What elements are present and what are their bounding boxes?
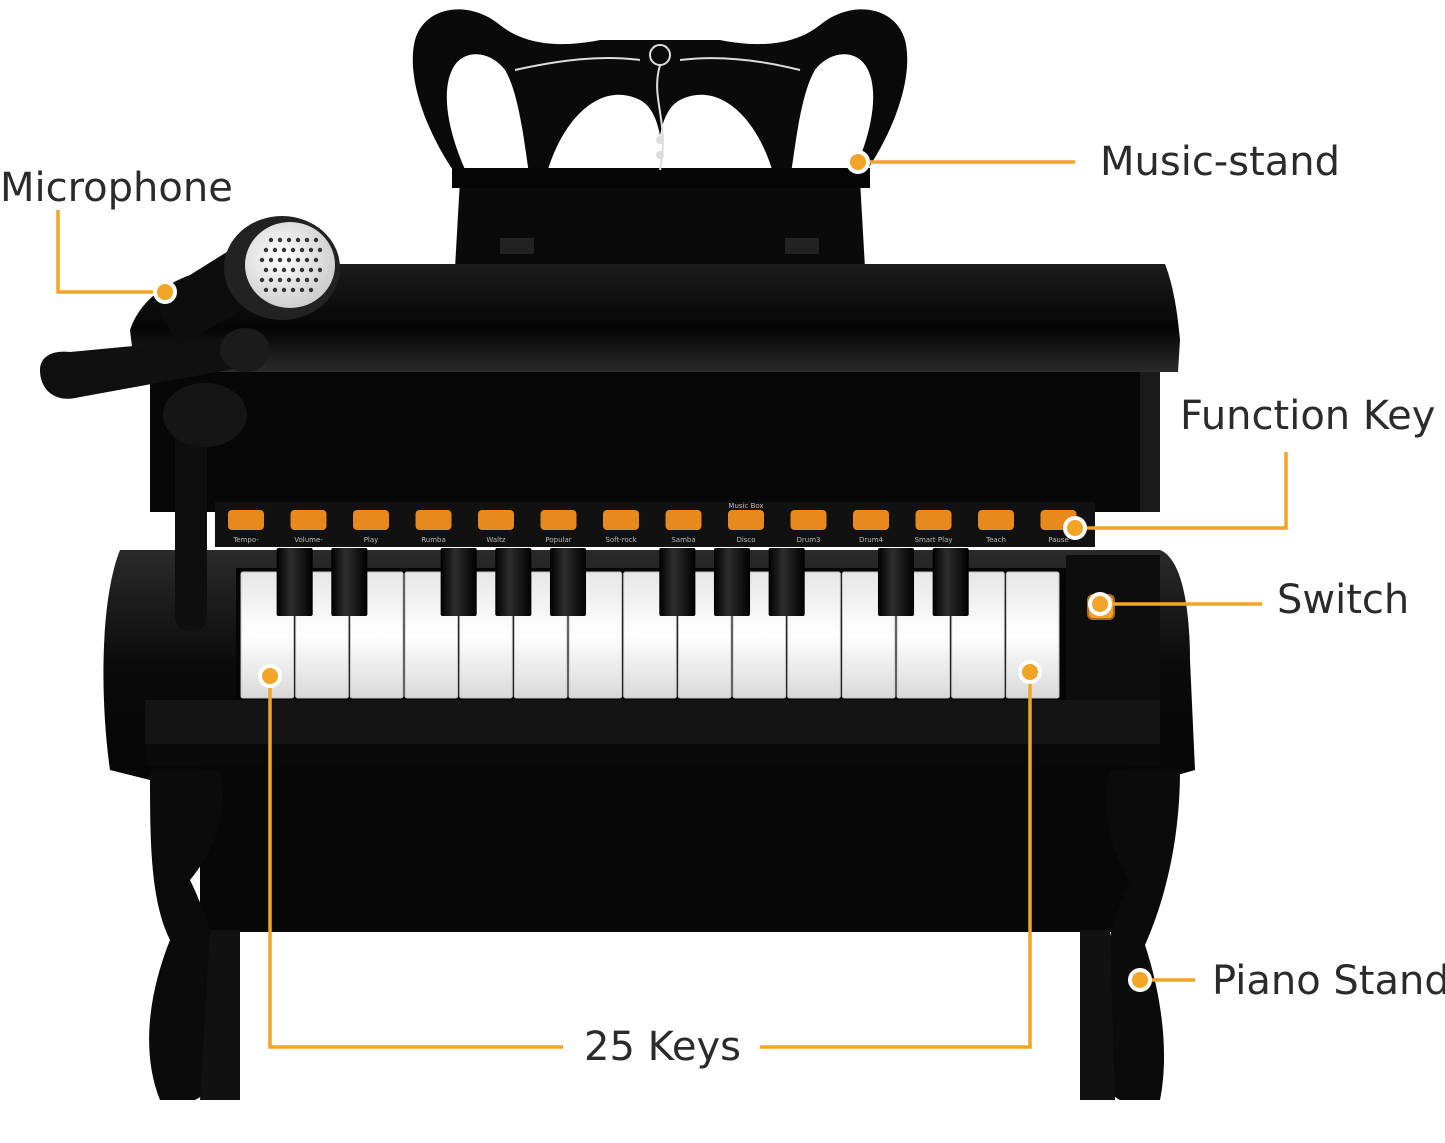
function-key-button[interactable] xyxy=(353,510,389,530)
switch-dot xyxy=(1088,592,1112,616)
function-key-button[interactable] xyxy=(853,510,889,530)
function-key-button[interactable] xyxy=(478,510,514,530)
function-key-label: Waltz xyxy=(486,536,505,544)
black-key[interactable] xyxy=(276,548,313,616)
music-stand-dot xyxy=(846,150,870,174)
callout-dots xyxy=(153,150,1152,992)
function-key-label: Soft-rock xyxy=(605,536,637,544)
function-key-label: Drum3 xyxy=(797,536,821,544)
function-key-label: Function Key xyxy=(1180,393,1436,439)
function-key-label: Disco xyxy=(736,536,755,544)
keys-label: 25 Keys xyxy=(584,1024,741,1070)
black-key[interactable] xyxy=(331,548,368,616)
function-key-button[interactable] xyxy=(228,510,264,530)
function-key-label: Rumba xyxy=(421,536,446,544)
function-key-row: Tempo- Volume- Play Rumba Waltz Popular Soft-r… xyxy=(228,502,1077,544)
piano-stand-label: Piano Stand xyxy=(1212,958,1445,1004)
callout-lines xyxy=(56,160,1288,1049)
function-key-button[interactable] xyxy=(665,510,702,530)
function-key-label: Drum4 xyxy=(859,536,884,544)
function-key-label: Teach xyxy=(985,536,1006,544)
black-key[interactable] xyxy=(659,548,696,616)
keys-leader-line-left xyxy=(268,676,563,1049)
switch-label: Switch xyxy=(1277,577,1410,623)
function-key-button[interactable] xyxy=(790,510,827,530)
music-stand xyxy=(412,9,908,268)
function-key-button[interactable] xyxy=(915,510,952,530)
keybed-front-rail xyxy=(145,700,1160,748)
function-key-button[interactable] xyxy=(290,510,327,530)
microphone-head xyxy=(245,222,335,308)
keys-leader-line-right xyxy=(760,672,1032,1049)
black-keys xyxy=(276,548,969,616)
microphone-leader-line xyxy=(56,210,165,294)
function-key-label: Smart Play xyxy=(915,536,953,544)
function-key-button[interactable] xyxy=(415,510,452,530)
function-key-label: Pause xyxy=(1048,536,1069,544)
black-key[interactable] xyxy=(768,548,805,616)
lower-panel xyxy=(200,766,1130,932)
function-key-button[interactable] xyxy=(978,510,1014,530)
black-key[interactable] xyxy=(495,548,532,616)
microphone xyxy=(40,216,340,630)
piano-upper-body xyxy=(150,372,1160,512)
piano-stand-dot xyxy=(1128,968,1152,992)
black-key[interactable] xyxy=(713,548,751,616)
function-key-button[interactable] xyxy=(540,510,577,530)
function-key-label: Volume- xyxy=(294,536,323,544)
black-key[interactable] xyxy=(440,548,477,616)
microphone-label: Microphone xyxy=(0,165,233,211)
function-key-label: Tempo- xyxy=(232,536,259,544)
microphone-dot xyxy=(153,280,177,304)
piano-lid xyxy=(130,264,1180,372)
keys-dot-right xyxy=(1018,660,1042,684)
function-key-button[interactable] xyxy=(603,510,639,530)
music-stand-label: Music-stand xyxy=(1100,139,1341,185)
black-key[interactable] xyxy=(549,548,587,616)
function-key-dot xyxy=(1063,516,1087,540)
function-panel xyxy=(215,502,1095,547)
function-key-label: Play xyxy=(364,536,379,544)
function-key-label: Samba xyxy=(671,536,695,544)
black-key[interactable] xyxy=(877,548,915,616)
black-key[interactable] xyxy=(932,548,969,616)
keys-dot-left xyxy=(258,664,282,688)
function-key-top-label: Music Box xyxy=(728,502,763,510)
function-key-button[interactable] xyxy=(728,510,764,530)
stand-right-leg xyxy=(1098,770,1180,1100)
function-key-leader-line xyxy=(1075,452,1288,530)
function-key-label: Popular xyxy=(545,536,571,544)
